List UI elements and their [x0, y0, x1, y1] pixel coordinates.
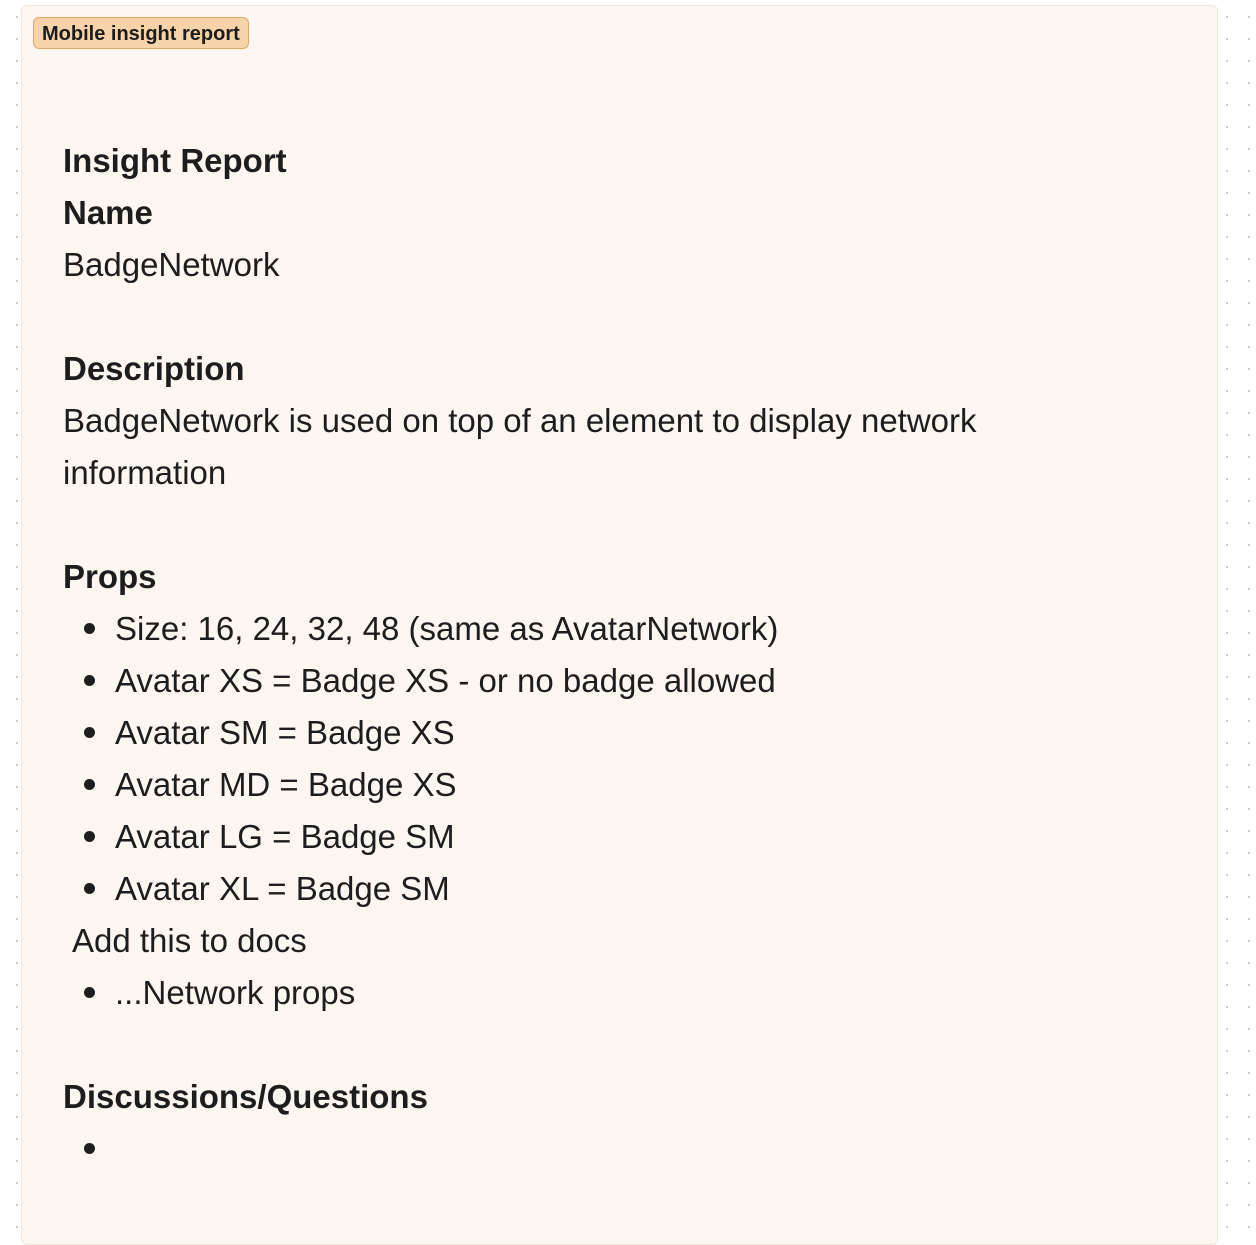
- bullet-icon: [84, 831, 95, 842]
- bullet-icon: [84, 987, 95, 998]
- report-type-tag[interactable]: Mobile insight report: [33, 17, 249, 49]
- report-title: Insight Report: [63, 142, 287, 179]
- discussions-list: [63, 1123, 1173, 1175]
- list-item: Avatar LG = Badge SM: [63, 811, 1173, 863]
- list-item: Size: 16, 24, 32, 48 (same as AvatarNetw…: [63, 603, 1173, 655]
- bullet-icon: [84, 727, 95, 738]
- description-text: BadgeNetwork is used on top of an elemen…: [63, 402, 977, 491]
- docs-note: Add this to docs: [72, 922, 307, 959]
- props-list: Size: 16, 24, 32, 48 (same as AvatarNetw…: [63, 603, 1173, 915]
- description-heading: Description: [63, 350, 245, 387]
- bullet-icon: [84, 675, 95, 686]
- name-heading: Name: [63, 194, 153, 231]
- spacer: [63, 499, 1173, 551]
- list-item[interactable]: [63, 1123, 1173, 1175]
- insight-report-card: Mobile insight report Insight Report Nam…: [21, 5, 1218, 1245]
- list-item: Avatar XS = Badge XS - or no badge allow…: [63, 655, 1173, 707]
- list-item: ...Network props: [63, 967, 1173, 1019]
- list-item: Avatar SM = Badge XS: [63, 707, 1173, 759]
- name-value: BadgeNetwork: [63, 246, 280, 283]
- spacer: [63, 291, 1173, 343]
- list-item: Avatar MD = Badge XS: [63, 759, 1173, 811]
- list-item: Avatar XL = Badge SM: [63, 863, 1173, 915]
- bullet-icon: [84, 779, 95, 790]
- bullet-icon: [84, 883, 95, 894]
- discussions-heading: Discussions/Questions: [63, 1078, 428, 1115]
- props-heading: Props: [63, 558, 157, 595]
- report-content: Insight Report Name BadgeNetwork Descrip…: [63, 135, 1173, 1175]
- bullet-icon: [84, 1143, 95, 1154]
- docs-list: ...Network props: [63, 967, 1173, 1019]
- spacer: [63, 1019, 1173, 1071]
- bullet-icon: [84, 623, 95, 634]
